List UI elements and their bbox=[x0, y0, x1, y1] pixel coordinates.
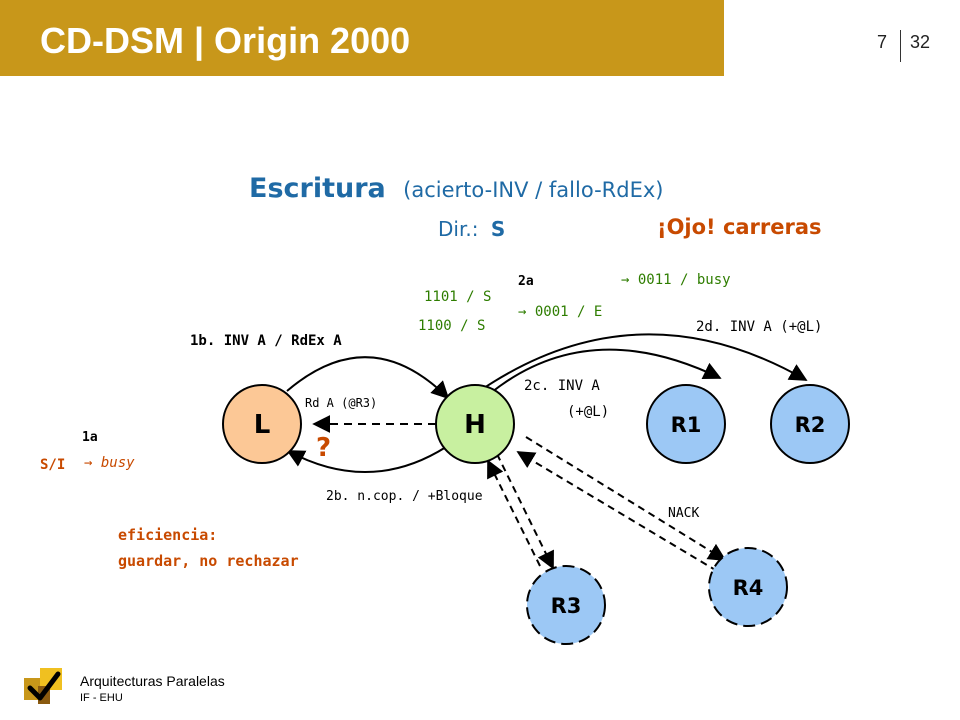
label-step-2d: 2d. INV A (+@L) bbox=[696, 319, 822, 335]
label-step-1b: 1b. INV A / RdEx A bbox=[190, 333, 342, 349]
label-to-0011: → 0011 / busy bbox=[621, 272, 731, 288]
header-banner bbox=[0, 0, 724, 76]
arrow-2b bbox=[286, 446, 447, 473]
label-step-2c-target: (+@L) bbox=[567, 404, 609, 420]
label-step-2b: 2b. n.cop. / +Bloque bbox=[326, 489, 483, 504]
node-r3 bbox=[526, 565, 606, 645]
page-number: 7 bbox=[877, 32, 888, 52]
header-title: CD-DSM | Origin 2000 bbox=[40, 20, 411, 61]
directory-label: Dir.: bbox=[438, 217, 478, 241]
node-r4-label: R4 bbox=[733, 576, 764, 600]
arrow-nack bbox=[516, 451, 718, 572]
node-r1-label: R1 bbox=[671, 413, 702, 437]
label-to-busy: → busy bbox=[84, 455, 135, 471]
arrow-r3-out bbox=[496, 453, 554, 570]
node-r2-label: R2 bbox=[795, 413, 826, 437]
footer-course-title: Arquitecturas Paralelas bbox=[80, 673, 225, 689]
arrow-r4-in bbox=[525, 436, 727, 561]
node-h bbox=[435, 384, 515, 464]
label-dir-1100: 1100 / S bbox=[418, 318, 485, 334]
node-h-label: H bbox=[464, 410, 486, 440]
checkmark-logo-icon bbox=[24, 668, 62, 704]
label-s-i: S/I bbox=[40, 457, 65, 473]
arrow-2c bbox=[491, 348, 722, 393]
slide-subtitle: (acierto-INV / fallo-RdEx) bbox=[403, 178, 663, 202]
node-r1 bbox=[646, 384, 726, 464]
page-total: 32 bbox=[910, 32, 931, 52]
label-step-1a: 1a bbox=[82, 430, 98, 445]
node-l-label: L bbox=[254, 410, 271, 440]
footer-institution: IF - EHU bbox=[80, 692, 123, 704]
arrow-1b bbox=[286, 356, 450, 400]
label-step-2a: 2a bbox=[518, 274, 534, 289]
label-to-0001: → 0001 / E bbox=[518, 304, 602, 320]
label-eficiencia: eficiencia: bbox=[118, 526, 217, 544]
label-nack: NACK bbox=[668, 506, 699, 521]
svg-text:Dir.: S: Dir.: S bbox=[438, 217, 505, 241]
label-step-2c: 2c. INV A bbox=[524, 378, 600, 394]
svg-text:Escritura (acierto-INV / f: Escritura (acierto-INV / fallo-RdEx) bbox=[249, 173, 663, 204]
node-r4 bbox=[708, 547, 788, 627]
directory-state: S bbox=[491, 217, 505, 241]
node-l bbox=[222, 384, 302, 464]
label-guardar: guardar, no rechazar bbox=[118, 552, 299, 570]
label-rd-a: Rd A (@R3) bbox=[305, 396, 377, 410]
slide-title: Escritura bbox=[249, 173, 386, 204]
page-separator bbox=[900, 30, 901, 62]
label-question: ? bbox=[316, 433, 331, 463]
node-r3-label: R3 bbox=[551, 594, 582, 618]
label-dir-1101: 1101 / S bbox=[424, 289, 491, 305]
arrow-r3-in bbox=[487, 459, 541, 567]
race-warning: ¡Ojo! carreras bbox=[657, 215, 822, 239]
arrow-2d bbox=[483, 333, 808, 389]
node-r2 bbox=[770, 384, 850, 464]
